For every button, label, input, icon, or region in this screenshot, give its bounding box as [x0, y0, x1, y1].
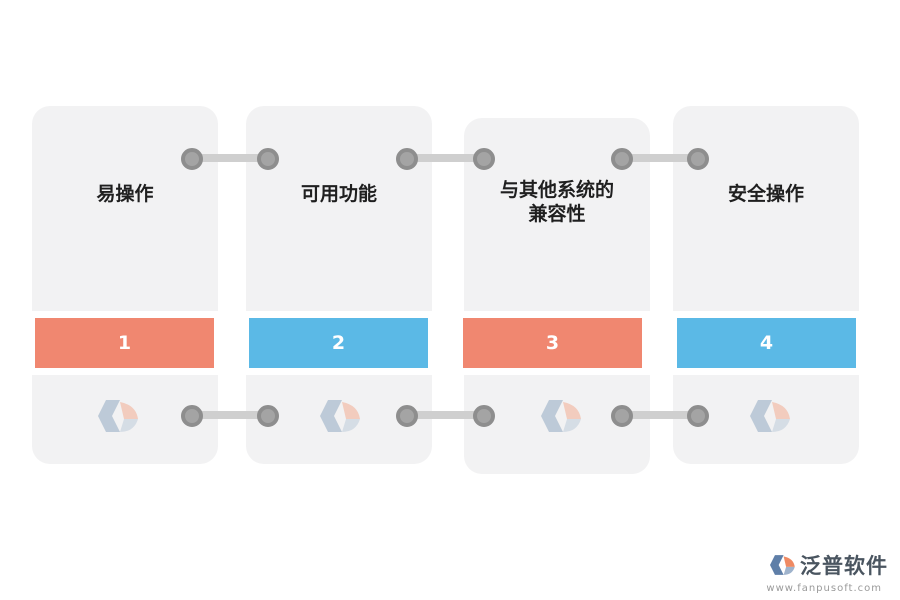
- fanpu-logo-icon: [750, 400, 790, 432]
- step-number-3-label: 3: [545, 332, 560, 354]
- step-number-4-label: 4: [759, 332, 774, 354]
- ring-top-5: [611, 148, 633, 170]
- ring-bottom-1: [181, 405, 203, 427]
- bottom-connector-2-3: [405, 411, 485, 419]
- step-number-3: 3: [463, 318, 642, 368]
- fanpu-logo-icon: [320, 400, 360, 432]
- brand-name: 泛普软件: [800, 554, 888, 578]
- step-title-1: 易操作: [96, 183, 154, 205]
- ring-bottom-2: [257, 405, 279, 427]
- ring-bottom-6: [687, 405, 709, 427]
- step-number-4: 4: [677, 318, 856, 368]
- step-title-2: 可用功能: [300, 183, 377, 205]
- top-connector-3-4: [620, 154, 700, 162]
- fanpu-logo-icon: [770, 555, 795, 575]
- ring-bottom-4: [473, 405, 495, 427]
- bottom-connector-3-4: [620, 411, 700, 419]
- bottom-connector-1-2: [190, 411, 270, 419]
- brand-url: www.fanpusoft.com: [766, 583, 882, 594]
- top-connector-1-2: [190, 154, 270, 162]
- ring-bottom-3: [396, 405, 418, 427]
- fanpu-logo-icon: [98, 400, 138, 432]
- step-number-1-label: 1: [117, 332, 132, 354]
- brand-watermark: 泛普软件: [770, 550, 888, 580]
- ring-top-2: [257, 148, 279, 170]
- step-number-2-label: 2: [331, 332, 346, 354]
- ring-bottom-5: [611, 405, 633, 427]
- step-title-4: 安全操作: [727, 183, 804, 205]
- fanpu-logo-icon: [541, 400, 581, 432]
- ring-top-4: [473, 148, 495, 170]
- top-connector-2-3: [405, 154, 485, 162]
- ring-top-6: [687, 148, 709, 170]
- ring-top-1: [181, 148, 203, 170]
- step-number-1: 1: [35, 318, 214, 368]
- step-number-2: 2: [249, 318, 428, 368]
- step-title-3: 与其他系统的 兼容性: [499, 179, 614, 225]
- ring-top-3: [396, 148, 418, 170]
